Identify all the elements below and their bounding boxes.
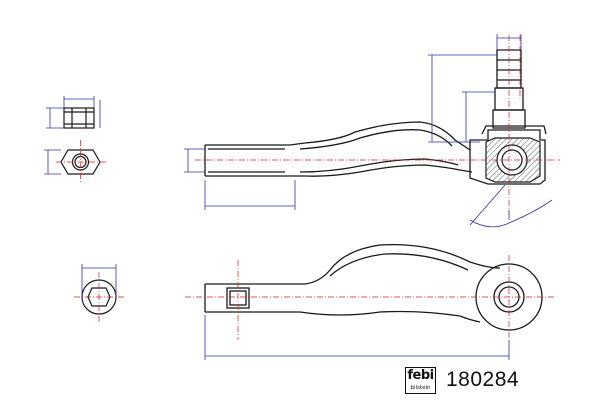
tie-rod-side-dimensions [184,34,553,228]
hex-nut-centerlines [56,140,106,182]
hex-nut-dimensions [44,149,61,175]
eye-front-dimensions [81,264,117,297]
eye-front-centerlines [74,272,126,322]
tie-rod-side-body [204,49,547,185]
tie-rod-top-centerlines [185,255,555,340]
brand-name: febi [407,368,434,383]
nut-side-view [63,107,95,129]
part-number: 180284 [446,368,520,391]
tie-rod-side-centerlines [195,35,560,215]
tie-rod-top-body [204,243,543,331]
febi-bilstein-logo: febi bilstein [405,367,436,394]
tie-rod-top-dimensions [204,315,510,360]
brand-sub: bilstein [410,385,431,391]
nut-side-dimensions [46,96,101,129]
